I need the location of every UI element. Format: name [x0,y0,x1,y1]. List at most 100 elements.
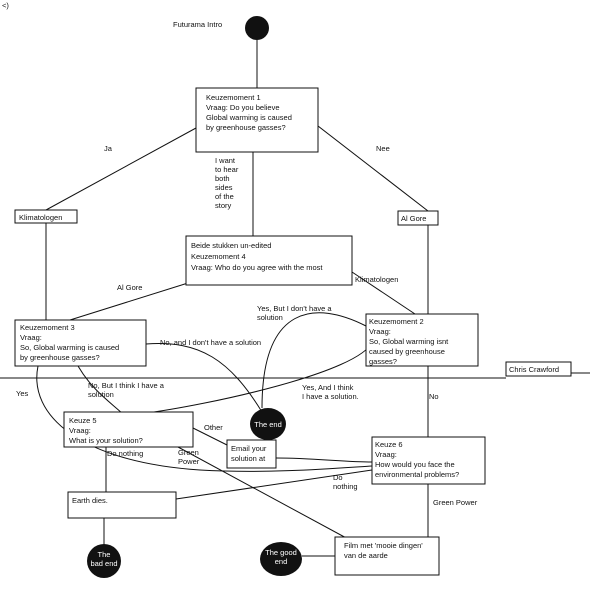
text-line: solution [88,390,114,399]
text-line: by greenhouse gasses? [206,123,286,132]
corner-mark: <) [2,1,9,10]
text-line: I want [215,156,236,165]
text-line: both [215,174,230,183]
text-line: Keuze 6 [375,440,403,449]
text-line: to hear [215,165,239,174]
text-line: Do [333,473,343,482]
text-line: caused by greenhouse [369,347,445,356]
edge-email-to-keuze6 [275,457,373,463]
earth-dies-box: Earth dies. [67,491,177,519]
text-line: Vraag: [20,333,42,342]
text-line: environmental problems? [375,470,459,479]
text-line: Vraag: [369,327,391,336]
start-label: Futurama Intro [173,20,222,29]
text-line: solution at [231,454,266,463]
text-line: What is your solution? [69,436,143,445]
connectors [0,40,590,557]
text-line: Keuze 5 [69,416,97,425]
edge-keuze1-nee [317,125,429,212]
al-gore-text: Al Gore [401,214,426,223]
text-line: Earth dies. [72,496,108,505]
text-line: end [275,557,288,566]
label-green-power-right: Green Power [433,498,478,507]
klimatologen-box: Klimatologen [14,209,78,224]
label-yes: Yes [16,389,28,398]
edge-keuze5-green-power [177,446,351,541]
text-line: van de aarde [344,551,388,560]
text-line: Vraag: Do you believe [206,103,280,112]
klimatologen-text: Klimatologen [19,213,62,222]
edge-keuze2-yes-but [261,312,367,409]
the-end-node: The end [250,408,286,440]
text-line: Vraag: Who do you agree with the most [191,263,323,272]
film-box: Film met 'mooie dingen'van de aarde [334,536,440,576]
al-gore-box: Al Gore [397,210,439,226]
text-line: Keuzemoment 4 [191,252,246,261]
text-line: So, Global warming isnt [369,337,449,346]
text-line: So, Global warming is caused [20,343,119,352]
text-line: Film met 'mooie dingen' [344,541,423,550]
edge-beide-klimatologen [351,271,416,315]
the-end-text: The end [254,420,282,429]
text-line: Al Gore [401,214,426,223]
text-line: sides [215,183,233,192]
text-line: Green [178,448,199,457]
label-ja: Ja [104,144,113,153]
text-line: Keuzemoment 1 [206,93,261,102]
text-line: Power [178,457,200,466]
edge-keuze3-yes [36,365,373,472]
label-other: Other [204,423,223,432]
text-line: Klimatologen [19,213,62,222]
label-do-nothing-left: Do nothing [107,449,143,458]
text-line: The end [254,420,282,429]
start-node [245,16,269,40]
text-line: How would you face the [375,460,455,469]
text-line: Keuzemoment 3 [20,323,75,332]
text-line: Vraag: [375,450,397,459]
chris-crawford-box: Chris Crawford [505,361,572,377]
text-line: of the [215,192,234,201]
edge-keuze1-ja [45,127,197,211]
text-line: Email your [231,444,267,453]
text-line: Yes, And I think [302,383,354,392]
label-klimatologen: Klimatologen [355,275,398,284]
text-line: Keuzemoment 2 [369,317,424,326]
chris-crawford-text: Chris Crawford [509,365,559,374]
text-line: by greenhouse gasses? [20,353,100,362]
label-al-gore: Al Gore [117,283,142,292]
edge-keuze6-do-nothing [175,469,373,500]
label-nee: Nee [376,144,390,153]
text-line: story [215,201,232,210]
text-line: Yes, But I don't have a [257,304,332,313]
text-line: I have a solution. [302,392,359,401]
earth-dies-text: Earth dies. [72,496,108,505]
text-line: solution [257,313,283,322]
film-text: Film met 'mooie dingen'van de aarde [344,541,423,560]
label-no-and: No, and I don't have a solution [160,338,261,347]
